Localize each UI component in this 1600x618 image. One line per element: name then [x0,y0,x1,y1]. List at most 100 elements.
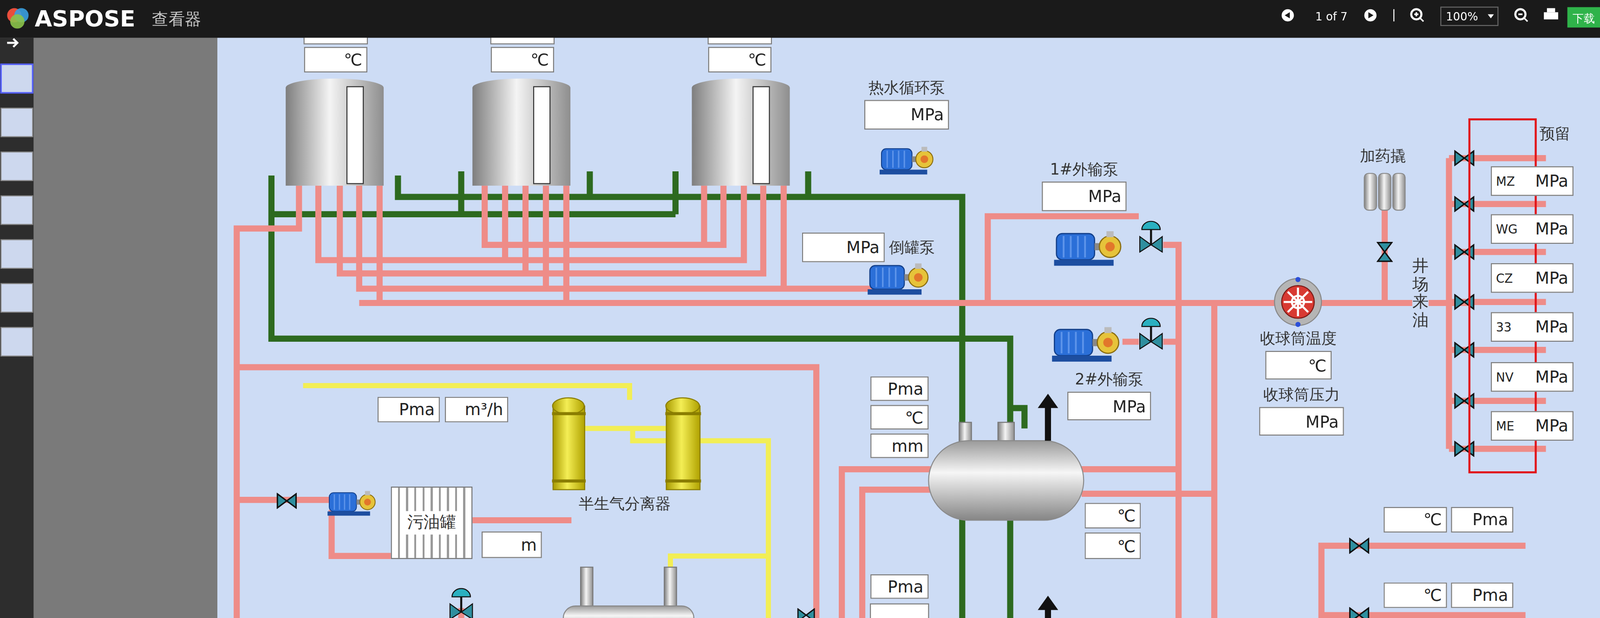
well-pressure-box: ME MPa [1490,411,1574,441]
value-unit: ℃ [530,50,549,70]
oil-tank-box: 污油罐 [390,486,473,560]
value-box: 2#外输泵MPa [1067,391,1151,421]
valve-symbol [1377,242,1392,262]
well-pressure-box: WG MPa [1490,214,1574,244]
value-unit: ℃ [1423,585,1442,606]
value-unit: Pma [1472,585,1509,606]
value-unit: Pma [1472,510,1509,530]
well-pressure-box: MZ MPa [1490,166,1574,196]
value-unit: MPa [1534,219,1569,239]
pump-icon [1054,231,1122,266]
value-box: MPa倒罐泵 [802,232,885,263]
equipment-label: 收球筒压力 [1263,385,1340,405]
value-box: m³/h [444,397,509,423]
well-pressure-box: CZMPa [1490,263,1574,294]
value-box: Pma [870,574,929,600]
valve-symbol [1455,245,1474,260]
value-unit: ℃ [1117,536,1136,556]
value-box: Pma [1450,507,1514,533]
well-pressure-box: 33 MPa [1490,312,1574,342]
valve-symbol [1455,393,1474,408]
heat-exchanger [563,567,694,618]
value-unit: MPa [1534,367,1569,387]
download-button-text: 下载 [1572,11,1595,27]
gas-separators [552,398,702,490]
value-box: Pma [377,397,440,423]
equipment-label: 收球筒温度 [1260,329,1337,350]
reserve-label: 预留 [1539,124,1571,144]
value-unit: Pma [398,399,435,420]
valve-symbol [1455,343,1474,358]
value-box: ℃ [1084,502,1141,529]
value-unit: mm [891,436,924,456]
valve-symbol [797,609,815,618]
value-box: Pma [870,376,929,402]
oil-pipes [236,158,1547,618]
check-valve-symbol [1139,318,1163,349]
value-box: mm [870,433,929,459]
value-unit: ℃ [1423,510,1442,530]
value-unit: MPa [910,104,945,125]
value-box: m [481,531,543,559]
equipment-label: 2#外输泵 [1074,370,1143,391]
well-tag: MZ [1495,174,1516,189]
storage-tanks [285,78,790,186]
pig-receiver [1274,277,1322,328]
valve-symbol [1349,608,1369,618]
valve-symbol [1349,538,1369,553]
viewer-title: 查看器 [151,9,201,31]
check-valve-symbol [1139,221,1163,253]
value-box: ℃ [490,46,555,73]
valve-symbol [1455,196,1474,211]
value-unit: m³/h [464,399,503,420]
value-box: ℃ [304,46,368,73]
well-tag: CZ [1495,270,1513,286]
vertical-label: 井场来油 [1412,257,1429,330]
pump-icon [327,491,376,516]
check-valve-symbol [450,588,473,618]
value-unit: MPa [1305,411,1339,432]
zoom-level: 100% [1445,10,1478,24]
logo-text: ASPOSE [34,6,136,32]
green-pipes [271,171,1025,618]
value-unit: ℃ [1308,355,1327,376]
well-tag: NV [1495,369,1514,385]
value-box: 收球筒压力MPa [1259,407,1344,437]
value-box: 收球筒温度℃ [1265,351,1332,380]
page-counter: 1 of 7 [1315,10,1348,24]
page-ground [217,37,1600,618]
value-box: ℃ [1383,507,1447,533]
valve-symbol [1455,150,1474,165]
value-box: Pma [1450,582,1514,609]
value-unit: MPa [1534,416,1569,436]
dosing-skid [1364,173,1405,211]
equipment-label: 热水循环泵 [868,78,946,98]
equipment-label: 加药撬 [1359,146,1406,167]
well-tag: 33 [1495,320,1512,335]
value-unit: MPa [1112,396,1147,417]
value-unit: ℃ [748,50,767,70]
value-box: 热水循环泵MPa [864,99,949,130]
equipment-label: 1#外输泵 [1050,160,1119,180]
value-box: ℃ [1084,532,1141,560]
value-unit: MPa [1534,317,1569,337]
valve-symbol [1455,442,1474,457]
pump-icon [1051,327,1119,362]
buffer-vessel [928,393,1084,618]
pump-icon [879,146,934,175]
well-tag: WG [1495,222,1518,237]
gas-pipes [303,385,769,618]
value-unit: MPa [1534,171,1569,191]
well-tag: ME [1495,418,1515,434]
value-unit: m [520,535,537,555]
valves [277,150,1474,618]
value-unit: ℃ [343,50,362,70]
valve-symbol [1455,294,1474,309]
value-box: ℃ [870,404,929,430]
pump-icon [867,263,928,295]
value-unit: Pma [887,378,924,399]
equipment-label: 半生气分离器 [578,495,671,515]
